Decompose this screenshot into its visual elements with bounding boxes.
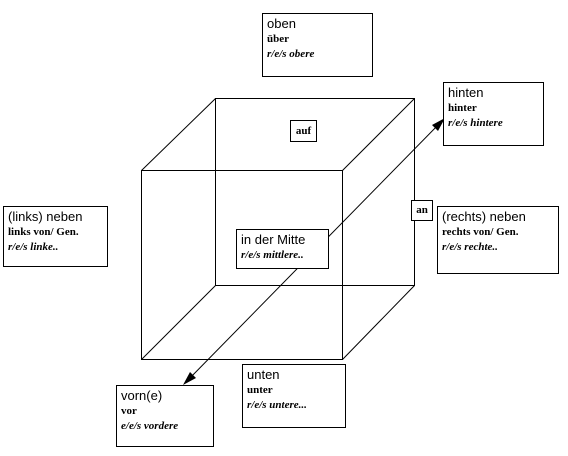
label-vorn-adjective: e/e/s vordere xyxy=(121,420,179,432)
label-vorn-adverb: vorn(e) xyxy=(121,388,163,403)
label-oben-adjective: r/e/s obere xyxy=(267,48,315,60)
label-oben-adverb: oben xyxy=(267,16,296,31)
label-hinten-preposition: hinter xyxy=(448,102,477,114)
label-links-adverb: (links) neben xyxy=(8,209,83,224)
label-unten: unten unter r/e/s untere... xyxy=(242,364,346,428)
label-rechts: (rechts) neben rechts von/ Gen. r/e/s re… xyxy=(437,206,559,274)
label-vorn: vorn(e) vor e/e/s vordere xyxy=(116,385,214,447)
label-an: an xyxy=(411,200,433,221)
cube-edge-bottom-left xyxy=(141,285,216,360)
label-mitte: in der Mitte r/e/s mittlere.. xyxy=(236,229,329,269)
arrowhead-front xyxy=(183,372,196,385)
label-rechts-preposition: rechts von/ Gen. xyxy=(442,226,519,238)
cube-back-face xyxy=(215,98,415,286)
cube-front-face xyxy=(141,170,343,360)
label-hinten-adverb: hinten xyxy=(448,85,484,100)
cube-edge-top-left xyxy=(141,98,216,171)
label-mitte-adverb: in der Mitte xyxy=(241,232,306,247)
label-unten-adverb: unten xyxy=(247,367,280,382)
cube-edge-top-right xyxy=(342,98,415,171)
label-oben-preposition: über xyxy=(267,33,289,45)
label-mitte-adjective: r/e/s mittlere.. xyxy=(241,249,304,261)
label-links-preposition: links von/ Gen. xyxy=(8,226,79,238)
label-hinten-adjective: r/e/s hintere xyxy=(448,117,503,129)
label-vorn-preposition: vor xyxy=(121,405,137,417)
label-oben: oben über r/e/s obere xyxy=(262,13,373,77)
label-unten-preposition: unter xyxy=(247,384,273,396)
label-unten-adjective: r/e/s untere... xyxy=(247,399,307,411)
label-auf: auf xyxy=(290,120,317,142)
label-rechts-adverb: (rechts) neben xyxy=(442,209,526,224)
label-links: (links) neben links von/ Gen. r/e/s link… xyxy=(3,206,108,267)
label-links-adjective: r/e/s linke.. xyxy=(8,241,59,253)
arrowhead-back xyxy=(432,118,445,131)
label-hinten: hinten hinter r/e/s hintere xyxy=(443,82,544,146)
label-rechts-adjective: r/e/s rechte.. xyxy=(442,241,498,253)
cube-edge-bottom-right xyxy=(342,285,415,360)
